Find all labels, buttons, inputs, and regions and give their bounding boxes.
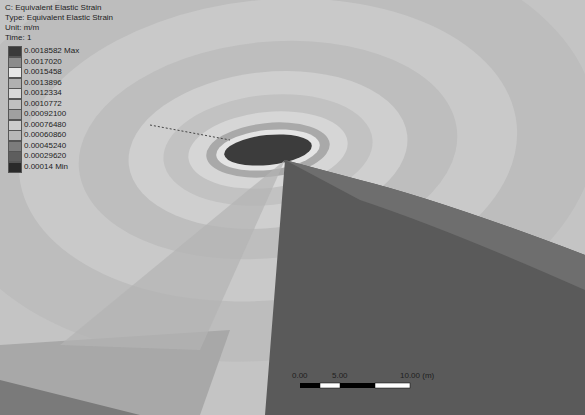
legend-swatch: [8, 120, 22, 131]
legend-swatch: [8, 46, 22, 57]
scale-value: 0.00: [292, 371, 308, 381]
legend-swatch: [8, 130, 22, 141]
scale-value: 10.00 (m): [400, 371, 434, 381]
legend-value: 0.00029620: [24, 151, 66, 161]
legend-value: 0.0018582 Max: [24, 46, 79, 56]
legend-value: 0.00076480: [24, 120, 66, 130]
plot-type: Type: Equivalent Elastic Strain: [5, 13, 113, 23]
legend-value: 0.0017020: [24, 57, 62, 67]
legend-swatch: [8, 88, 22, 99]
plot-unit: Unit: m/m: [5, 23, 39, 33]
legend-value: 0.0015458: [24, 67, 62, 77]
legend-value: 0.0010772: [24, 99, 62, 109]
legend-value: 0.00045240: [24, 141, 66, 151]
legend-value: 0.0012334: [24, 88, 62, 98]
legend-value: 0.00060860: [24, 130, 66, 140]
legend-swatch: [8, 57, 22, 68]
legend-value: 0.00014 Min: [24, 162, 68, 172]
legend-value: 0.0013896: [24, 78, 62, 88]
scale-value: 5.00: [332, 371, 348, 381]
legend-swatch: [8, 99, 22, 110]
legend-swatch: [8, 78, 22, 89]
legend-swatch: [8, 109, 22, 120]
plot-time: Time: 1: [5, 33, 31, 43]
legend-swatch: [8, 141, 22, 152]
plot-title: C: Equivalent Elastic Strain: [5, 3, 102, 13]
legend-value: 0.00092100: [24, 109, 66, 119]
legend-swatch: [8, 162, 22, 173]
legend-swatch: [8, 67, 22, 78]
legend-swatch: [8, 151, 22, 162]
